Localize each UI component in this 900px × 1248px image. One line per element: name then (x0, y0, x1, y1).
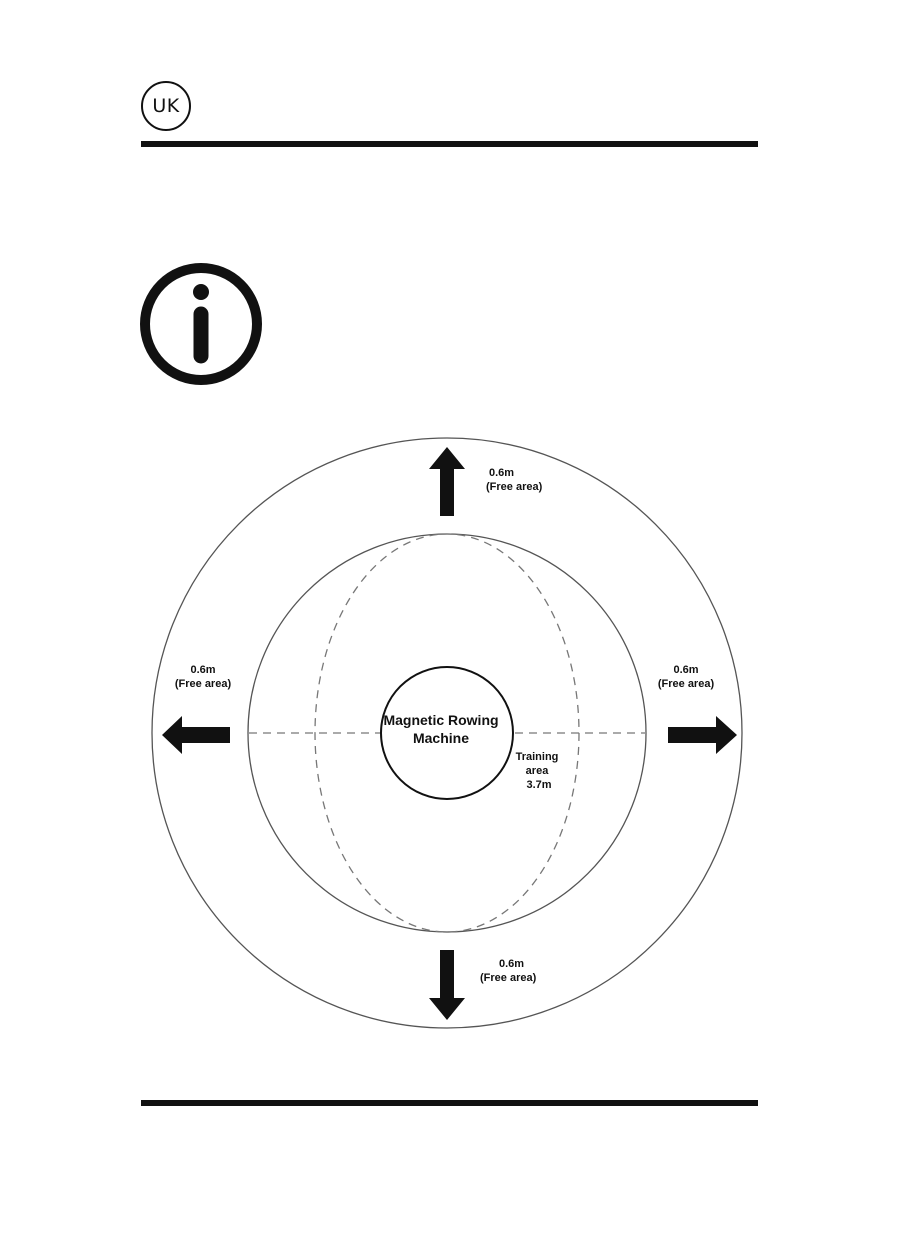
right-free-note: (Free area) (658, 678, 715, 690)
right-free-distance: 0.6m (673, 664, 698, 676)
machine-label-line1: Magnetic Rowing (383, 712, 498, 728)
arrow-left-icon (162, 716, 230, 754)
left-free-distance: 0.6m (190, 664, 215, 676)
top-free-note: (Free area) (486, 481, 543, 493)
bottom-free-note: (Free area) (480, 972, 537, 984)
arrow-down-icon (429, 950, 465, 1020)
arrow-up-icon (429, 447, 465, 516)
top-free-distance: 0.6m (489, 467, 514, 479)
bottom-divider (141, 1100, 758, 1106)
training-label-line2: area (526, 765, 550, 777)
left-free-note: (Free area) (175, 678, 232, 690)
training-label-line1: Training (516, 751, 559, 763)
machine-label-line2: Machine (413, 730, 469, 746)
arrow-right-icon (668, 716, 737, 754)
training-label-line3: 3.7m (526, 779, 551, 791)
bottom-free-distance: 0.6m (499, 958, 524, 970)
